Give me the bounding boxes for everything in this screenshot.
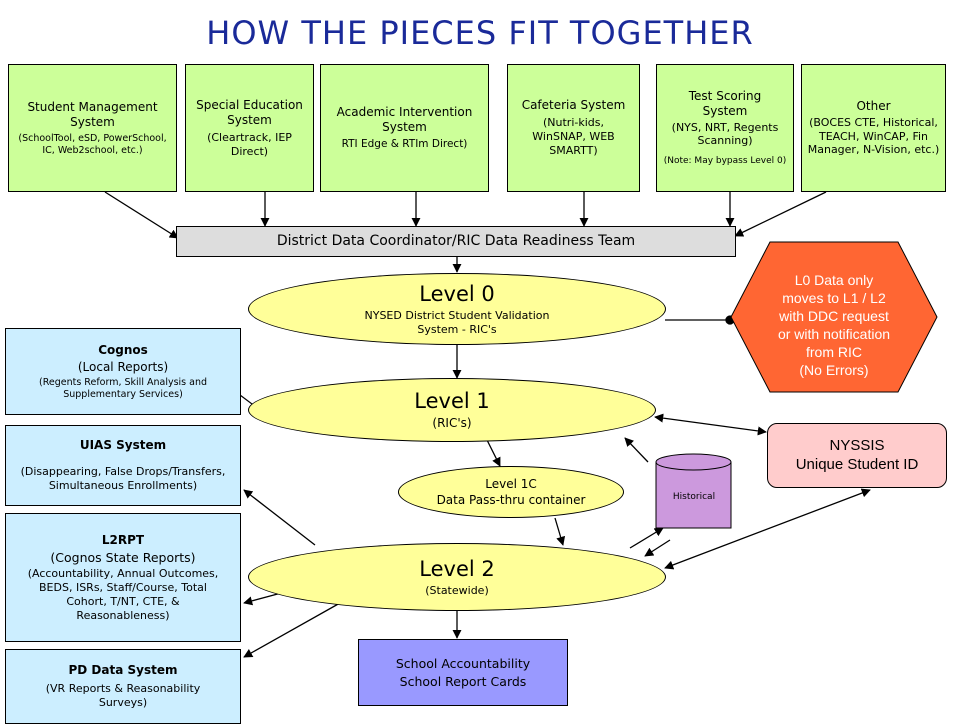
source-title: Test Scoring System: [688, 88, 762, 118]
source-detail: (Nutri-kids, WinSNAP, WEB SMARTT): [532, 116, 615, 157]
source-other: Other (BOCES CTE, Historical, TEACH, Win…: [801, 64, 946, 192]
accountability-line-1: School Accountability: [395, 655, 531, 671]
level-1-subtitle: (RIC's): [432, 416, 472, 431]
report-title: PD Data System: [68, 663, 178, 678]
historical-cylinder: [655, 453, 732, 529]
nyssis-subtitle: Unique Student ID: [795, 455, 919, 473]
level-1c: Level 1C Data Pass-thru container: [398, 466, 624, 518]
accountability-line-2: School Report Cards: [399, 673, 527, 689]
report-l2rpt: L2RPT (Cognos State Reports) (Accountabi…: [5, 513, 241, 642]
level-0: Level 0 NYSED District Student Validatio…: [248, 273, 666, 345]
l0-note-line: from RIC: [806, 343, 862, 360]
nyssis-title: NYSSIS: [829, 436, 885, 454]
coordinator-bar: District Data Coordinator/RIC Data Readi…: [176, 226, 736, 257]
report-uias: UIAS System (Disappearing, False Drops/T…: [5, 425, 241, 506]
source-academic-intervention: Academic Intervention System RTI Edge & …: [320, 64, 489, 192]
report-title: UIAS System: [79, 438, 167, 453]
historical-label: Historical: [672, 492, 716, 502]
source-detail: (SchoolTool, eSD, PowerSchool, IC, Web2s…: [18, 132, 167, 156]
l0-note-line: moves to L1 / L2: [782, 290, 886, 307]
report-subtitle: (Cognos State Reports): [50, 549, 196, 565]
source-title: Student Management System: [27, 99, 158, 129]
level-2: Level 2 (Statewide): [248, 543, 666, 611]
report-title: Cognos: [98, 342, 148, 357]
level-2-subtitle: (Statewide): [425, 584, 489, 597]
level-1-title: Level 1: [414, 389, 490, 414]
report-title: L2RPT: [101, 532, 145, 547]
source-detail: (BOCES CTE, Historical, TEACH, WinCAP, F…: [807, 115, 940, 157]
nyssis-box: NYSSIS Unique Student ID: [767, 423, 947, 488]
report-detail: (VR Reports & Reasonability Surveys): [45, 682, 201, 709]
l0-note-line: (No Errors): [799, 361, 869, 378]
level-1c-subtitle: Data Pass-thru container: [436, 492, 586, 507]
source-note: (Note: May bypass Level 0): [663, 156, 787, 167]
source-special-education: Special Education System (Cleartrack, IE…: [185, 64, 314, 192]
report-detail: (Disappearing, False Drops/Transfers, Si…: [20, 465, 226, 492]
l0-note-octagon: [730, 241, 938, 393]
report-detail: (Accountability, Annual Outcomes, BEDS, …: [27, 567, 219, 622]
report-subtitle: (Local Reports): [77, 359, 169, 374]
report-cognos: Cognos (Local Reports) (Regents Reform, …: [5, 328, 241, 415]
source-title: Other: [856, 98, 891, 113]
report-pd-data: PD Data System (VR Reports & Reasonabili…: [5, 649, 241, 724]
level-1: Level 1 (RIC's): [248, 378, 656, 442]
l0-note-line: or with notification: [777, 326, 891, 342]
level-0-subtitle: NYSED District Student Validation System…: [364, 309, 550, 336]
level-2-title: Level 2: [419, 556, 495, 581]
report-detail: (Regents Reform, Skill Analysis and Supp…: [38, 376, 208, 400]
source-cafeteria: Cafeteria System (Nutri-kids, WinSNAP, W…: [507, 64, 640, 192]
source-detail: (NYS, NRT, Regents Scanning): [671, 120, 779, 148]
page-title: HOW THE PIECES FIT TOGETHER: [206, 14, 754, 52]
source-title: Academic Intervention System: [336, 104, 473, 134]
source-detail: (Cleartrack, IEP Direct): [207, 130, 292, 158]
l0-note-text: L0 Data only moves to L1 / L2 with DDC r…: [760, 266, 908, 386]
level-1c-title: Level 1C: [485, 477, 537, 492]
source-title: Cafeteria System: [521, 98, 626, 113]
l0-note-line: with DDC request: [779, 308, 889, 325]
source-student-management: Student Management System (SchoolTool, e…: [8, 64, 177, 192]
l0-note-line: L0 Data only: [794, 272, 874, 289]
source-test-scoring: Test Scoring System (NYS, NRT, Regents S…: [656, 64, 794, 192]
school-accountability-box: School Accountability School Report Card…: [358, 639, 568, 706]
source-title: Special Education System: [196, 97, 303, 127]
source-detail: RTI Edge & RTIm Direct): [341, 137, 468, 150]
level-0-title: Level 0: [419, 282, 495, 307]
